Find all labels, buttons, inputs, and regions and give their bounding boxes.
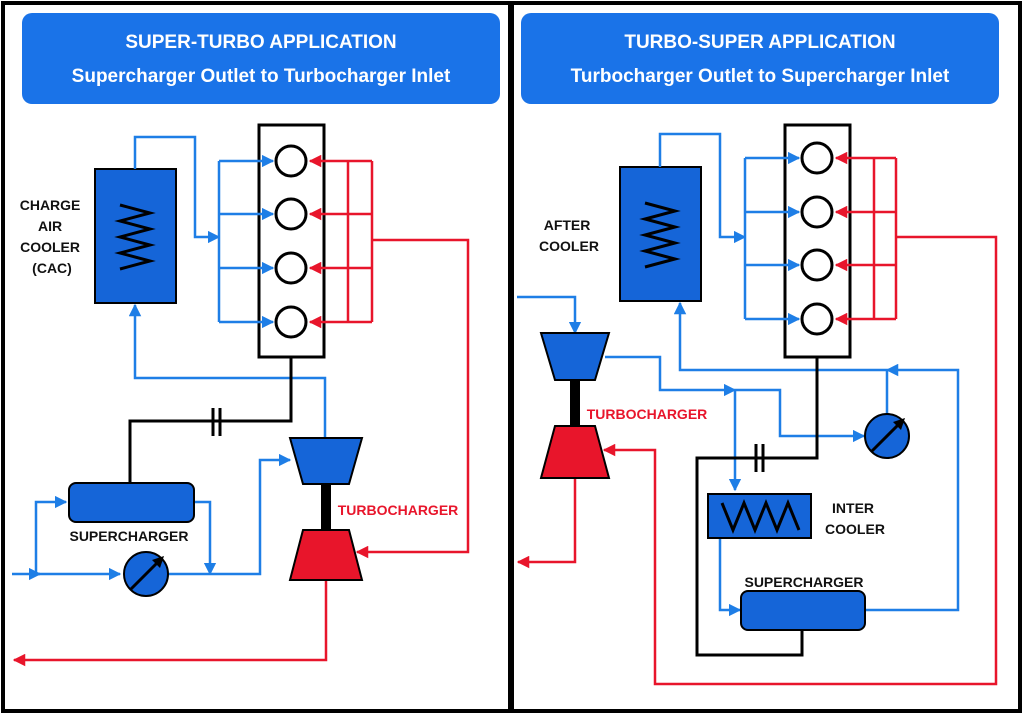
right-belt-drive	[695, 357, 819, 657]
left-cylinder-2	[274, 197, 308, 231]
right-intercooler-label: INTER COOLER	[825, 500, 885, 537]
right-turbocharger-label: TURBOCHARGER	[587, 406, 708, 422]
right-cylinder-3	[800, 248, 834, 282]
left-turbocharger-label: TURBOCHARGER	[338, 502, 459, 518]
left-turbo-compressor	[288, 437, 364, 485]
right-bypass-valve-icon	[864, 413, 910, 459]
left-intake-lines	[12, 135, 327, 581]
left-cylinder-1	[274, 144, 308, 178]
right-aftercooler	[619, 166, 702, 302]
right-exhaust-lines	[516, 151, 998, 686]
right-intake-lines	[517, 132, 960, 617]
left-belt-drive	[128, 357, 293, 484]
right-supercharger-label: SUPERCHARGER	[744, 574, 863, 590]
right-turbo-shaft	[570, 380, 580, 426]
right-cylinder-2	[800, 195, 834, 229]
left-supercharger	[68, 482, 195, 523]
right-header-banner	[521, 13, 999, 104]
right-cylinder-4	[800, 302, 834, 336]
left-turbo-turbine	[288, 529, 364, 581]
right-supercharger	[740, 590, 866, 631]
right-aftercooler-coil-icon	[639, 201, 681, 269]
right-aftercooler-label: AFTER COOLER	[539, 217, 599, 254]
left-charge-air-cooler	[94, 168, 177, 304]
right-turbo-turbine	[539, 425, 611, 479]
left-bypass-valve-icon	[123, 551, 169, 597]
right-turbo-compressor	[539, 332, 611, 381]
right-intercooler-coil-icon	[720, 499, 801, 534]
left-cac-label: CHARGE AIR COOLER (CAC)	[20, 197, 85, 276]
left-cylinder-4	[274, 305, 308, 339]
left-header-banner	[22, 13, 500, 104]
right-header-title: TURBO-SUPER APPLICATION	[624, 32, 895, 53]
left-exhaust-lines	[12, 154, 470, 667]
left-cac-coil-icon	[114, 203, 156, 271]
right-panel-frame	[510, 1, 1022, 713]
left-header-title: SUPER-TURBO APPLICATION	[125, 32, 396, 53]
left-supercharger-label: SUPERCHARGER	[69, 528, 188, 544]
left-panel-frame	[1, 1, 512, 713]
right-cylinder-1	[800, 141, 834, 175]
left-header-subtitle: Supercharger Outlet to Turbocharger Inle…	[72, 66, 451, 87]
left-cylinder-3	[274, 251, 308, 285]
right-header-subtitle: Turbocharger Outlet to Supercharger Inle…	[571, 66, 950, 87]
left-turbo-shaft	[321, 484, 331, 530]
left-panel: SUPER-TURBO APPLICATION Supercharger Out…	[12, 13, 500, 667]
right-panel: TURBO-SUPER APPLICATION Turbocharger Out…	[516, 13, 999, 686]
